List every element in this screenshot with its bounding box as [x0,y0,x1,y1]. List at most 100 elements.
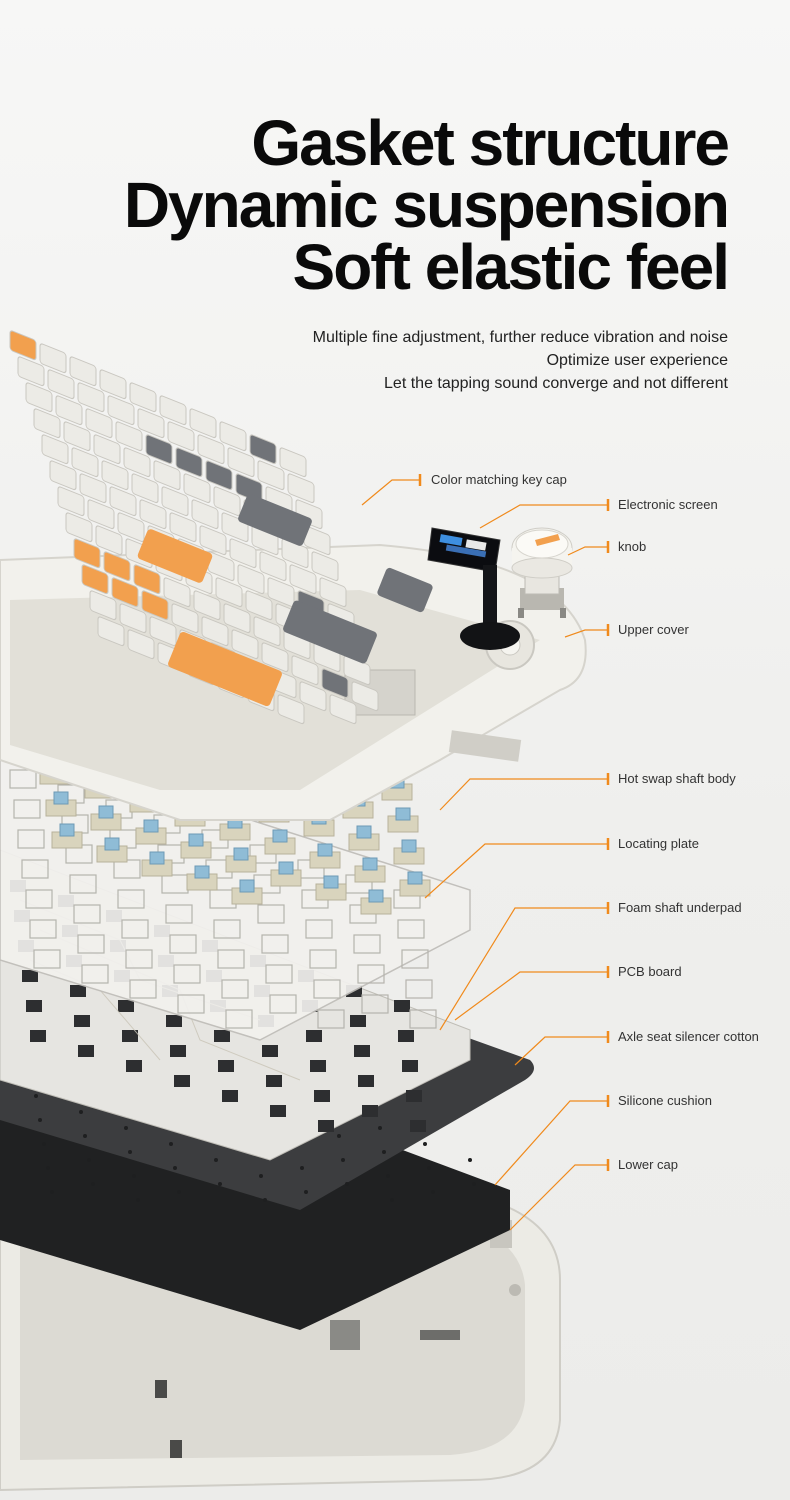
minus-keycap [377,567,433,613]
foam-hole [222,1090,238,1102]
plate-hole [121,919,149,939]
keycap [167,421,195,452]
keycap [231,629,259,660]
keycap [141,590,169,621]
plate-hole [9,769,37,789]
keycap [193,590,221,621]
keycap [245,590,273,621]
plate-hole [73,904,101,924]
keycap [219,421,247,452]
keycap [69,356,97,387]
pcb-dot [337,1134,341,1138]
callout-keycap: Color matching key cap [431,472,567,487]
subtext-line-3: Let the tapping sound converge and not d… [384,375,728,392]
keycap [329,694,357,725]
switch-stem [188,833,204,847]
keycap [229,538,257,569]
foam-hole [122,1030,138,1042]
plate-hole [269,994,297,1014]
callout-pcb: PCB board [618,964,682,979]
keycap [115,421,143,452]
foam-hole [266,1075,282,1087]
foam-hole [402,1060,418,1072]
plus-keycap [283,600,377,664]
keycap [311,551,339,582]
foam-hole [22,970,38,982]
leader-locating-plate [424,843,608,899]
plate-hole [305,919,333,939]
foam-hole [358,1075,374,1087]
plate-hole [13,799,41,819]
keycap [319,577,347,608]
subtext-line-2: Optimize user experience [546,352,728,369]
keycap [289,564,317,595]
keycap [41,434,69,465]
foam-hole [26,1000,42,1012]
keycap [279,447,307,478]
plate-hole [221,979,249,999]
keycap [131,473,159,504]
keycap [109,486,137,517]
foam-hole [354,1045,370,1057]
pcb-dot [300,1166,304,1170]
pcb-dot [341,1158,345,1162]
keycap [99,369,127,400]
keycap [267,577,295,608]
pcb-dot [431,1190,435,1194]
keycap [85,408,113,439]
foam-hole [214,1030,230,1042]
keycap [189,408,217,439]
foam-hole [310,1060,326,1072]
keycap [227,447,255,478]
keycap [223,603,251,634]
pcb-dot [169,1142,173,1146]
plate-hole [173,964,201,984]
keycap [55,395,83,426]
keycap [101,460,129,491]
keycap [321,668,349,699]
plate-hole [125,949,153,969]
foam-hole [170,1045,186,1057]
keycap [33,408,61,439]
pcb-dot [263,1198,267,1202]
keycap [137,408,165,439]
keycap [107,395,135,426]
switch-stem [362,857,378,871]
pcb-dot [87,1158,91,1162]
keycap [201,616,229,647]
switch-stem [53,791,69,805]
keycap [71,447,99,478]
keycap [249,434,277,465]
foam-hole [410,1120,426,1132]
switch-stem [59,823,75,837]
keycap-layer [9,330,433,725]
foam-hole [78,1045,94,1057]
keycap [149,616,177,647]
keycap [299,681,327,712]
keycap [89,590,117,621]
switch-stem [401,839,417,853]
switch-stem [407,871,423,885]
shift-keycap [168,631,282,707]
keycap [287,473,315,504]
switch-stem [368,889,384,903]
keycap [81,564,109,595]
keycap [133,564,161,595]
plate-hole [177,994,205,1014]
keycap [63,421,91,452]
pcb-dot [218,1182,222,1186]
keycap [103,551,131,582]
keycap [49,460,77,491]
pcb-dot [91,1182,95,1186]
switch-stem [143,819,159,833]
keycap [79,473,107,504]
keycap [57,486,85,517]
keycap [65,512,93,543]
pcb-dot [390,1198,394,1202]
headline-line-2: Dynamic suspension [123,169,730,241]
foam-hole [306,1030,322,1042]
pcb-dot [173,1166,177,1170]
electronic-screen [427,527,520,650]
pcb-dot [124,1126,128,1130]
plate-hole [265,964,293,984]
